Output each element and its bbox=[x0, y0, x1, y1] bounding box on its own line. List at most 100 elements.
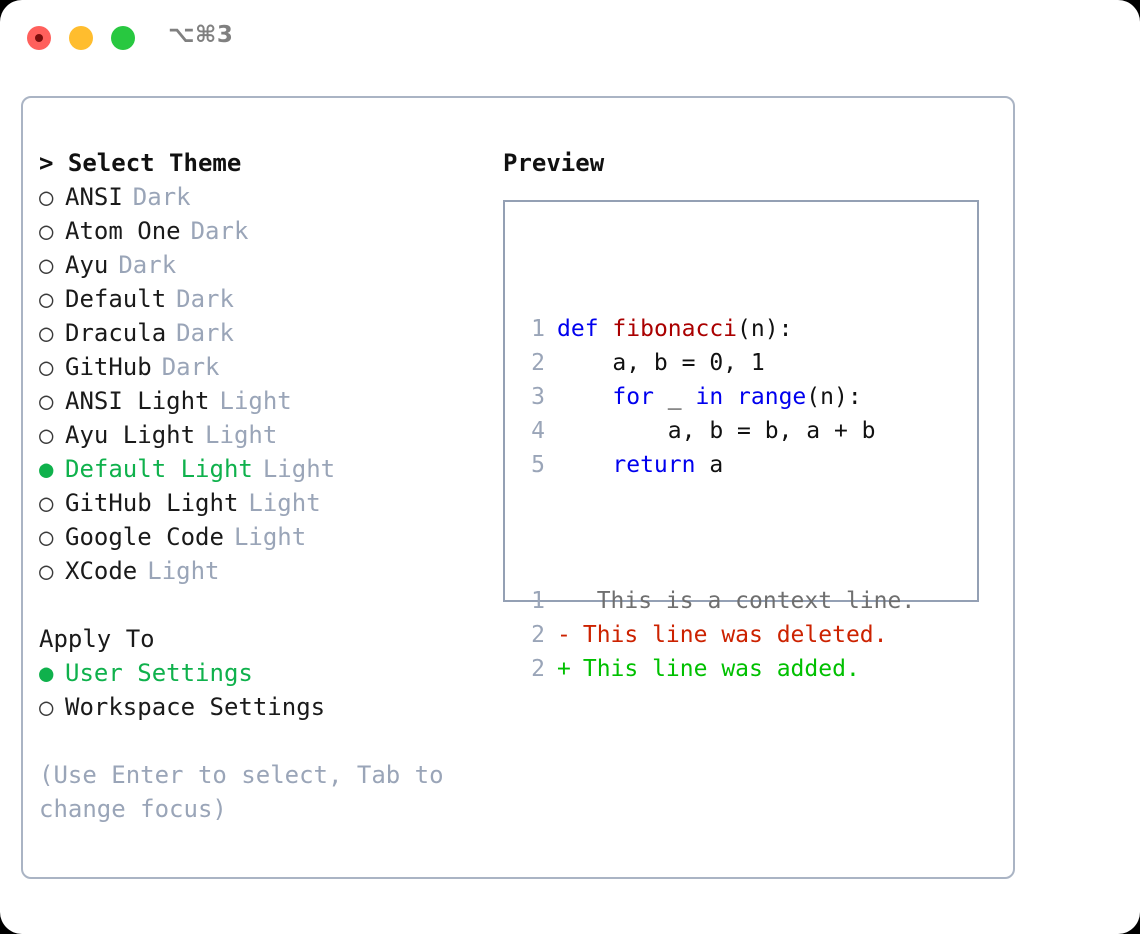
line-number: 2 bbox=[531, 622, 545, 648]
theme-option-label: Dracula bbox=[65, 319, 167, 347]
code-token: return bbox=[612, 452, 696, 478]
apply-to-option-label: Workspace Settings bbox=[65, 693, 326, 721]
theme-option-tag: Dark bbox=[132, 183, 191, 211]
code-token: (n): bbox=[737, 316, 793, 342]
code-token: fibonacci bbox=[612, 316, 738, 342]
code-token: a bbox=[695, 452, 724, 478]
theme-option-tag: Dark bbox=[176, 319, 234, 347]
code-token: _ bbox=[653, 384, 696, 410]
radio-unselected-icon: ○ bbox=[39, 523, 54, 551]
code-token: range bbox=[737, 384, 807, 410]
line-number: 2 bbox=[531, 350, 545, 376]
theme-option-xcode[interactable]: ○ XCode Light bbox=[39, 554, 489, 588]
theme-option-tag: Dark bbox=[176, 285, 234, 313]
radio-unselected-icon: ○ bbox=[39, 319, 54, 347]
code-token bbox=[557, 452, 612, 478]
select-theme-header: > Select Theme bbox=[39, 149, 242, 177]
code-token: a, b = b, a + b bbox=[557, 418, 876, 444]
diff-sign bbox=[557, 584, 569, 618]
code-token bbox=[723, 384, 737, 410]
line-number: 5 bbox=[531, 452, 545, 478]
line-number: 4 bbox=[531, 418, 545, 444]
radio-unselected-icon: ○ bbox=[39, 387, 54, 415]
keyboard-shortcut-label: ⌥⌘3 bbox=[168, 22, 234, 48]
code-token: for bbox=[612, 384, 654, 410]
radio-selected-icon: ● bbox=[39, 455, 54, 483]
theme-option-tag: Light bbox=[205, 421, 278, 449]
section-spacer bbox=[39, 588, 489, 622]
diff-line-del: 2- This line was deleted. bbox=[521, 618, 915, 652]
code-token: def bbox=[557, 316, 599, 342]
code-line: 3 for _ in range(n): bbox=[521, 380, 915, 414]
keyboard-hint-text: (Use Enter to select, Tab to change focu… bbox=[39, 761, 444, 823]
apply-to-option-label: User Settings bbox=[65, 659, 253, 687]
theme-option-github-light[interactable]: ○ GitHub Light Light bbox=[39, 486, 489, 520]
code-line: 4 a, b = b, a + b bbox=[521, 414, 915, 448]
line-number: 3 bbox=[531, 384, 545, 410]
radio-unselected-icon: ○ bbox=[39, 557, 54, 585]
code-token: (n): bbox=[806, 384, 862, 410]
code-token: a, b = 0, 1 bbox=[557, 350, 765, 376]
theme-option-dracula[interactable]: ○ Dracula Dark bbox=[39, 316, 489, 350]
diff-text: This line was deleted. bbox=[569, 622, 888, 648]
apply-to-option-list[interactable]: ●User Settings ○ Workspace Settings bbox=[39, 656, 489, 724]
radio-unselected-icon: ○ bbox=[39, 183, 54, 211]
close-button-icon[interactable] bbox=[27, 26, 51, 50]
line-number: 2 bbox=[531, 656, 545, 682]
diff-line-ctx: 1 This is a context line. bbox=[521, 584, 915, 618]
title-bar: ⌥⌘3 bbox=[0, 0, 1140, 76]
apply-to-option-user-settings[interactable]: ●User Settings bbox=[39, 656, 489, 690]
theme-option-label: GitHub Light bbox=[65, 489, 239, 517]
theme-option-tag: Dark bbox=[190, 217, 249, 245]
radio-unselected-icon: ○ bbox=[39, 353, 54, 381]
radio-unselected-icon: ○ bbox=[39, 421, 54, 449]
theme-option-google-code[interactable]: ○ Google Code Light bbox=[39, 520, 489, 554]
radio-unselected-icon: ○ bbox=[39, 693, 54, 721]
theme-option-tag: Light bbox=[219, 387, 292, 415]
theme-option-label: XCode bbox=[65, 557, 138, 585]
code-line: 5 return a bbox=[521, 448, 915, 482]
traffic-lights bbox=[27, 26, 135, 50]
code-token: in bbox=[695, 384, 724, 410]
theme-option-label: GitHub bbox=[65, 353, 152, 381]
radio-unselected-icon: ○ bbox=[39, 489, 54, 517]
theme-option-label: Ayu bbox=[65, 251, 109, 279]
theme-option-label: Default Light bbox=[65, 455, 253, 483]
theme-option-tag: Light bbox=[248, 489, 321, 517]
apply-to-option-workspace-settings[interactable]: ○ Workspace Settings bbox=[39, 690, 489, 724]
code-line: 1 def fibonacci(n): bbox=[521, 312, 915, 346]
diff-text: This is a context line. bbox=[569, 588, 916, 614]
code-token bbox=[599, 316, 613, 342]
code-token bbox=[557, 384, 612, 410]
theme-option-label: Atom One bbox=[65, 217, 181, 245]
diff-sample: 1 This is a context line.2- This line wa… bbox=[521, 584, 915, 686]
theme-option-tag: Light bbox=[147, 557, 220, 585]
theme-option-label: Ayu Light bbox=[65, 421, 196, 449]
diff-text: This line was added. bbox=[569, 656, 860, 682]
radio-unselected-icon: ○ bbox=[39, 251, 54, 279]
theme-option-tag: Light bbox=[233, 523, 307, 551]
line-number: 1 bbox=[531, 316, 545, 342]
zoom-button-icon[interactable] bbox=[111, 26, 135, 50]
theme-option-label: Google Code bbox=[65, 523, 224, 551]
preview-header: Preview bbox=[503, 149, 605, 177]
diff-sign: - bbox=[557, 622, 571, 648]
theme-option-ayu-light[interactable]: ○ Ayu Light Light bbox=[39, 418, 489, 452]
minimize-button-icon[interactable] bbox=[69, 26, 93, 50]
diff-line-add: 2+ This line was added. bbox=[521, 652, 915, 686]
theme-option-label: Default bbox=[65, 285, 167, 313]
